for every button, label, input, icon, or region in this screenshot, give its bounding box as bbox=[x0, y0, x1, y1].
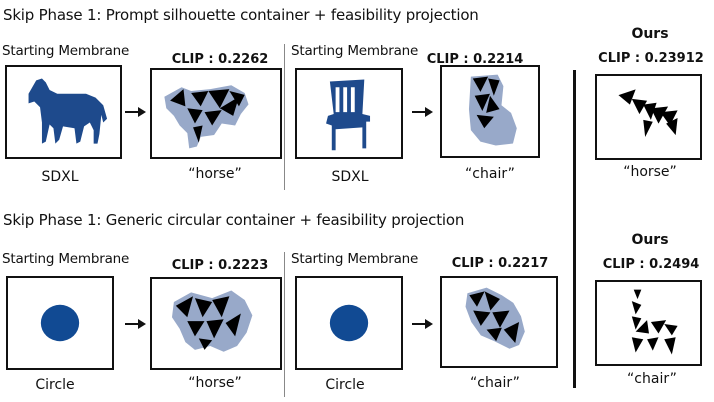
horse-silhouette-icon bbox=[28, 78, 108, 144]
panel-ours-chair bbox=[595, 280, 702, 366]
tangram-triangle bbox=[474, 93, 490, 112]
tangram-triangle bbox=[476, 114, 494, 129]
circle-shape-icon bbox=[329, 304, 369, 342]
chair-tangram-circle-result bbox=[465, 287, 525, 349]
tangram-triangle bbox=[193, 125, 203, 143]
panel-sdxl-horse-membrane bbox=[5, 65, 122, 159]
right-arrow-icon bbox=[412, 104, 434, 118]
panel-result-chair-silhouette bbox=[440, 65, 540, 158]
tangram-triangle bbox=[492, 310, 510, 328]
tangram-triangle bbox=[206, 319, 224, 339]
right-arrow-icon bbox=[125, 104, 147, 118]
horse-tangram-circle-result bbox=[171, 290, 253, 352]
tangram-triangle bbox=[666, 117, 678, 136]
caption-circle: Circle bbox=[325, 377, 365, 393]
caption-ours-horse: “horse” bbox=[623, 164, 677, 180]
starting-membrane-label: Starting Membrane bbox=[291, 251, 419, 267]
ours-label: Ours bbox=[631, 232, 669, 248]
tangram-triangle bbox=[469, 291, 485, 307]
ours-horse-tangram bbox=[618, 89, 678, 138]
tangram-triangle bbox=[198, 338, 213, 350]
panel-sdxl-chair-membrane bbox=[295, 68, 403, 159]
clip-score-bottom-chair: CLIP : 0.2217 bbox=[451, 256, 549, 271]
tangram-triangle bbox=[631, 316, 642, 330]
circle-shape-icon bbox=[40, 304, 80, 342]
caption-prompt-chair: “chair” bbox=[465, 166, 515, 182]
section-title-top: Skip Phase 1: Prompt silhouette containe… bbox=[3, 6, 479, 24]
panel-result-horse-circle bbox=[150, 277, 282, 370]
tangram-triangle bbox=[187, 321, 205, 337]
tangram-triangle bbox=[488, 78, 500, 96]
right-arrow-icon bbox=[412, 316, 434, 330]
tangram-triangle bbox=[631, 337, 644, 353]
clip-score-ours-chair: CLIP : 0.2494 bbox=[602, 257, 700, 272]
starting-membrane-label: Starting Membrane bbox=[2, 251, 130, 267]
clip-score-bottom-horse: CLIP : 0.2223 bbox=[171, 258, 269, 273]
caption-prompt-horse: “horse” bbox=[188, 375, 242, 391]
panel-circle-membrane-1 bbox=[6, 276, 114, 370]
tangram-triangle bbox=[212, 296, 230, 318]
panel-result-horse-silhouette bbox=[150, 68, 282, 159]
tangram-triangle bbox=[194, 298, 213, 318]
clip-score-top-chair: CLIP : 0.2214 bbox=[426, 52, 524, 67]
tangram-triangle bbox=[484, 291, 500, 311]
tangram-triangle bbox=[618, 89, 636, 105]
tangram-triangle bbox=[486, 327, 502, 342]
caption-sdxl: SDXL bbox=[41, 169, 79, 185]
clip-score-ours-horse: CLIP : 0.23912 bbox=[598, 51, 704, 66]
tangram-triangle bbox=[635, 320, 649, 334]
panel-ours-horse bbox=[595, 74, 702, 160]
tangram-triangle bbox=[170, 89, 186, 107]
tangram-triangle bbox=[650, 320, 667, 334]
tangram-triangle bbox=[643, 119, 653, 138]
tangram-triangle bbox=[208, 89, 230, 109]
tangram-triangle bbox=[631, 98, 648, 115]
panel-circle-membrane-2 bbox=[295, 276, 403, 370]
tangram-triangle bbox=[643, 102, 657, 120]
caption-sdxl: SDXL bbox=[331, 169, 369, 185]
tangram-triangle bbox=[187, 108, 203, 124]
section-title-bottom: Skip Phase 1: Generic circular container… bbox=[3, 211, 465, 229]
tangram-triangle bbox=[472, 76, 489, 92]
tangram-triangle bbox=[175, 296, 194, 318]
divider-bottom bbox=[284, 252, 285, 397]
tangram-triangle bbox=[664, 323, 678, 336]
panel-result-chair-circle bbox=[440, 276, 558, 368]
tangram-triangle bbox=[503, 322, 520, 344]
ours-label: Ours bbox=[631, 26, 669, 42]
tangram-triangle bbox=[633, 289, 642, 300]
clip-score-top-horse: CLIP : 0.2262 bbox=[171, 52, 269, 67]
caption-prompt-chair: “chair” bbox=[470, 375, 520, 391]
starting-membrane-label: Starting Membrane bbox=[291, 43, 419, 59]
tangram-triangle bbox=[219, 96, 239, 116]
tangram-triangle bbox=[191, 91, 209, 107]
tangram-triangle bbox=[647, 337, 659, 351]
tangram-triangle bbox=[650, 106, 669, 124]
caption-prompt-horse: “horse” bbox=[188, 166, 242, 182]
tangram-triangle bbox=[473, 310, 491, 326]
horse-tangram-result bbox=[164, 85, 249, 149]
chair-tangram-result bbox=[468, 74, 517, 146]
tangram-triangle bbox=[486, 95, 500, 113]
right-arrow-icon bbox=[125, 316, 147, 330]
caption-ours-chair: “chair” bbox=[627, 371, 677, 387]
caption-circle: Circle bbox=[35, 377, 75, 393]
divider-top bbox=[284, 44, 285, 190]
tangram-triangle bbox=[664, 337, 676, 355]
starting-membrane-label: Starting Membrane bbox=[2, 43, 130, 59]
chair-silhouette-icon bbox=[326, 79, 371, 151]
tangram-triangle bbox=[631, 301, 642, 315]
tangram-triangle bbox=[204, 110, 222, 126]
tangram-triangle bbox=[660, 110, 678, 126]
ours-chair-tangram bbox=[631, 289, 678, 355]
divider-ours bbox=[573, 70, 576, 388]
tangram-triangle bbox=[225, 313, 241, 337]
